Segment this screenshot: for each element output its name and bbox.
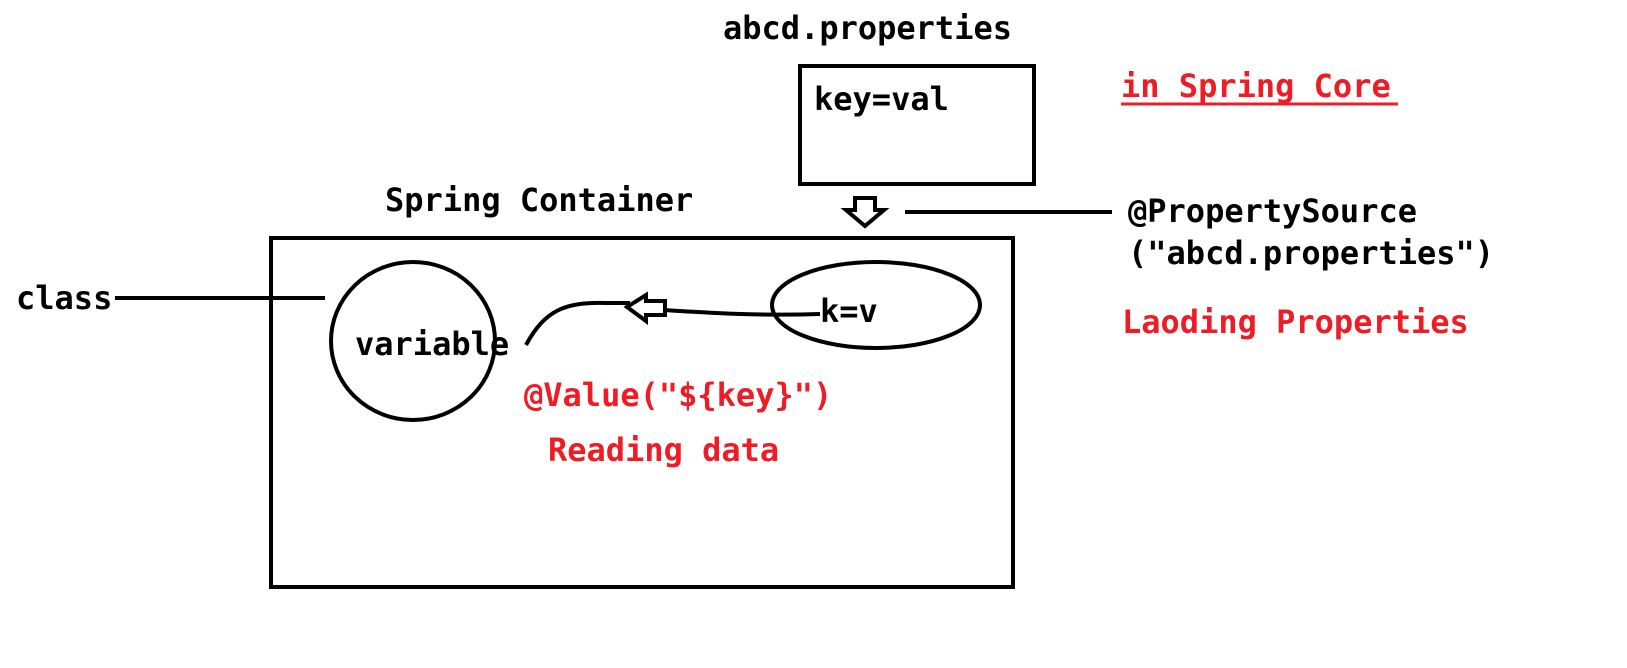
left-arrow-icon [623,291,667,325]
injection-curve [524,300,630,346]
spring-container-box [269,236,1015,589]
variable-circle [329,260,497,422]
spring-container-title: Spring Container [385,181,693,219]
properties-file-content: key=val [814,80,949,118]
value-annotation: @Value("${key}") [524,376,832,414]
loading-properties-label: Laoding Properties [1122,303,1469,341]
variable-label: variable [355,325,509,363]
injection-tail [663,308,821,317]
down-arrow-icon [840,196,890,229]
properties-file-title: abcd.properties [723,9,1012,47]
spring-core-note: in Spring Core [1121,67,1391,105]
reading-data-label: Reading data [548,431,779,469]
property-source-line1: @PropertySource [1128,192,1417,230]
class-label: class [16,279,112,317]
property-source-line2: ("abcd.properties") [1128,234,1494,272]
entry-ellipse [770,260,982,350]
properties-file-box [798,64,1036,186]
entry-label: k=v [820,292,878,330]
